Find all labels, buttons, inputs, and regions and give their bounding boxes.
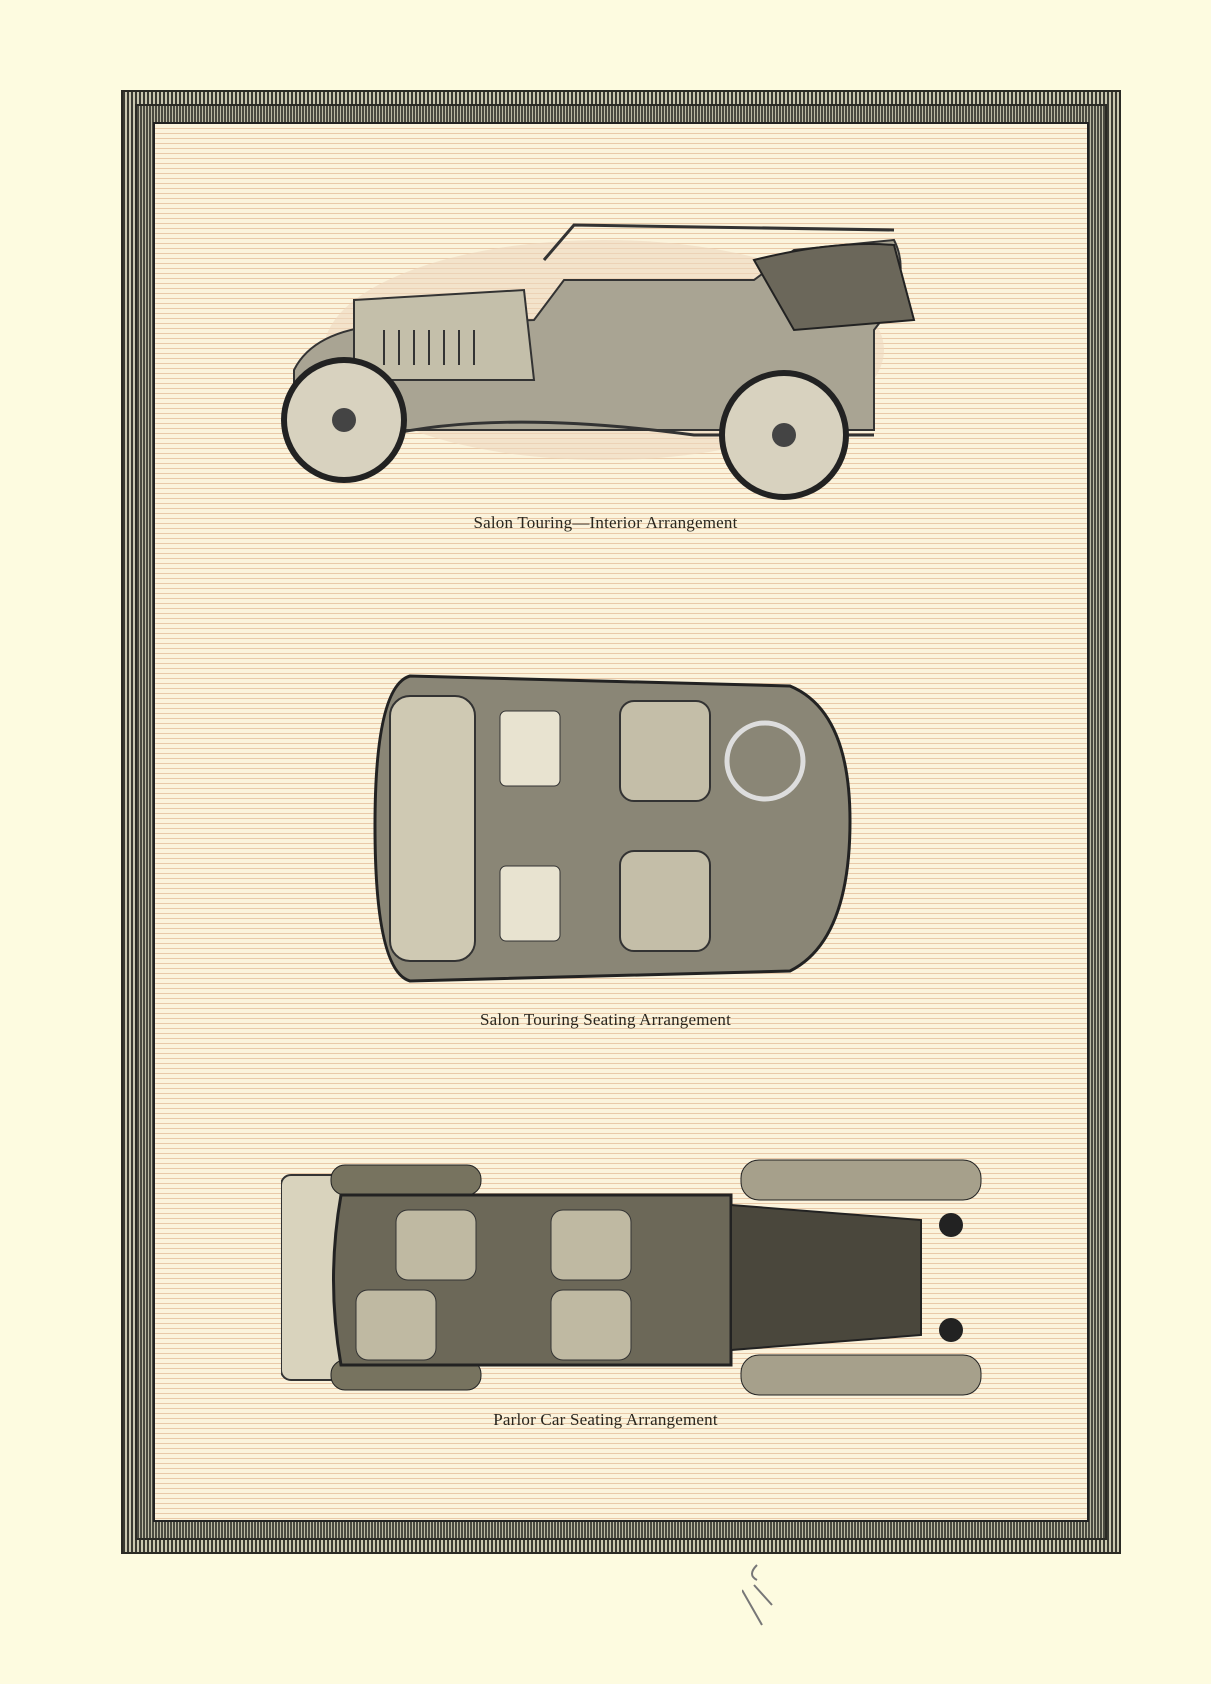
- caption-interior-arrangement: Salon Touring—Interior Arrangement: [473, 513, 738, 532]
- handwritten-mark: [742, 1564, 773, 1626]
- parlor-car-seating-illustration: [281, 1159, 982, 1396]
- salon-touring-seating-illustration: [373, 674, 852, 983]
- caption-parlor-car-seating: Parlor Car Seating Arrangement: [493, 1410, 718, 1429]
- caption-touring-seating: Salon Touring Seating Arrangement: [479, 1010, 732, 1029]
- salon-touring-side-illustration: [281, 223, 916, 500]
